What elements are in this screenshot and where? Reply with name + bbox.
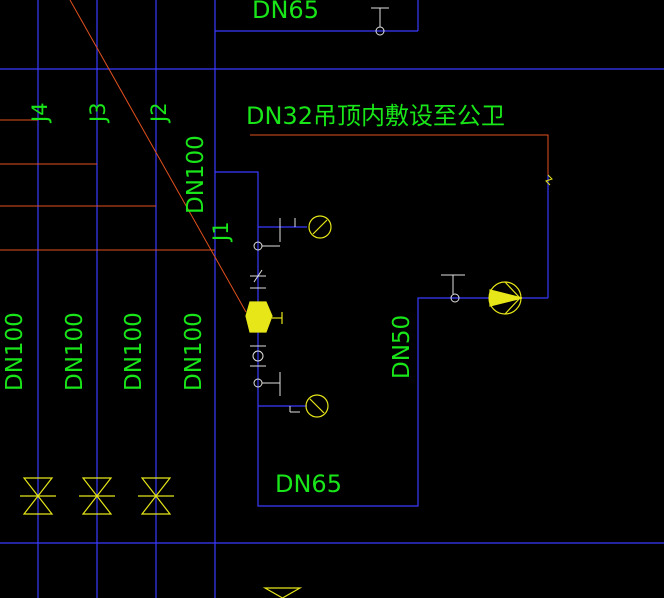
col1-dn100-label: DN100: [2, 312, 28, 391]
bottom-dn65-label: DN65: [275, 470, 342, 498]
riser-label-j4: J4: [28, 102, 52, 124]
gate-valve-icon: [262, 587, 303, 598]
dn50-label: DN50: [389, 315, 415, 379]
main-loop-pipe: [215, 171, 548, 507]
riser-label-j2: J2: [147, 102, 171, 124]
col3-dn100-label: DN100: [121, 312, 147, 391]
yellow-symbols: [20, 215, 523, 598]
dn32-branch-pipe: [250, 134, 549, 175]
gate-valve-icon: [79, 477, 115, 515]
main-dn100-label: DN100: [183, 135, 209, 214]
gauge-stub-lower: [289, 406, 300, 413]
gate-valve-icon: [441, 274, 465, 303]
gate-valve-icon: [253, 218, 281, 251]
pressure-gauge-icon: [308, 215, 332, 239]
orange-pipe-network: [0, 0, 553, 313]
gate-valve-icon: [138, 477, 174, 515]
flexible-joint-icon: [545, 174, 553, 186]
dn32-branch-note: DN32吊顶内敷设至公卫: [246, 102, 505, 130]
riser-label-j3: J3: [86, 102, 110, 124]
text-labels: DN65 J4 J3 J2 J1 DN100 DN32吊顶内敷设至公卫 DN50…: [2, 0, 505, 498]
top-dn65-label: DN65: [252, 0, 319, 24]
gate-valve-icon: [253, 372, 281, 396]
pump-icon: [488, 281, 523, 315]
check-valve-icon: [250, 345, 266, 367]
diagonal-leader: [69, 0, 247, 313]
col4-dn100-label: DN100: [181, 312, 207, 391]
gate-valve-icon: [20, 477, 56, 515]
riser-label-j1: J1: [209, 221, 233, 243]
white-symbols: [250, 7, 465, 413]
check-valve-icon: [250, 269, 266, 289]
water-meter-icon: [245, 301, 283, 333]
col2-dn100-label: DN100: [62, 312, 88, 391]
pressure-gauge-icon: [305, 394, 329, 418]
gate-valve-icon: [371, 7, 389, 36]
